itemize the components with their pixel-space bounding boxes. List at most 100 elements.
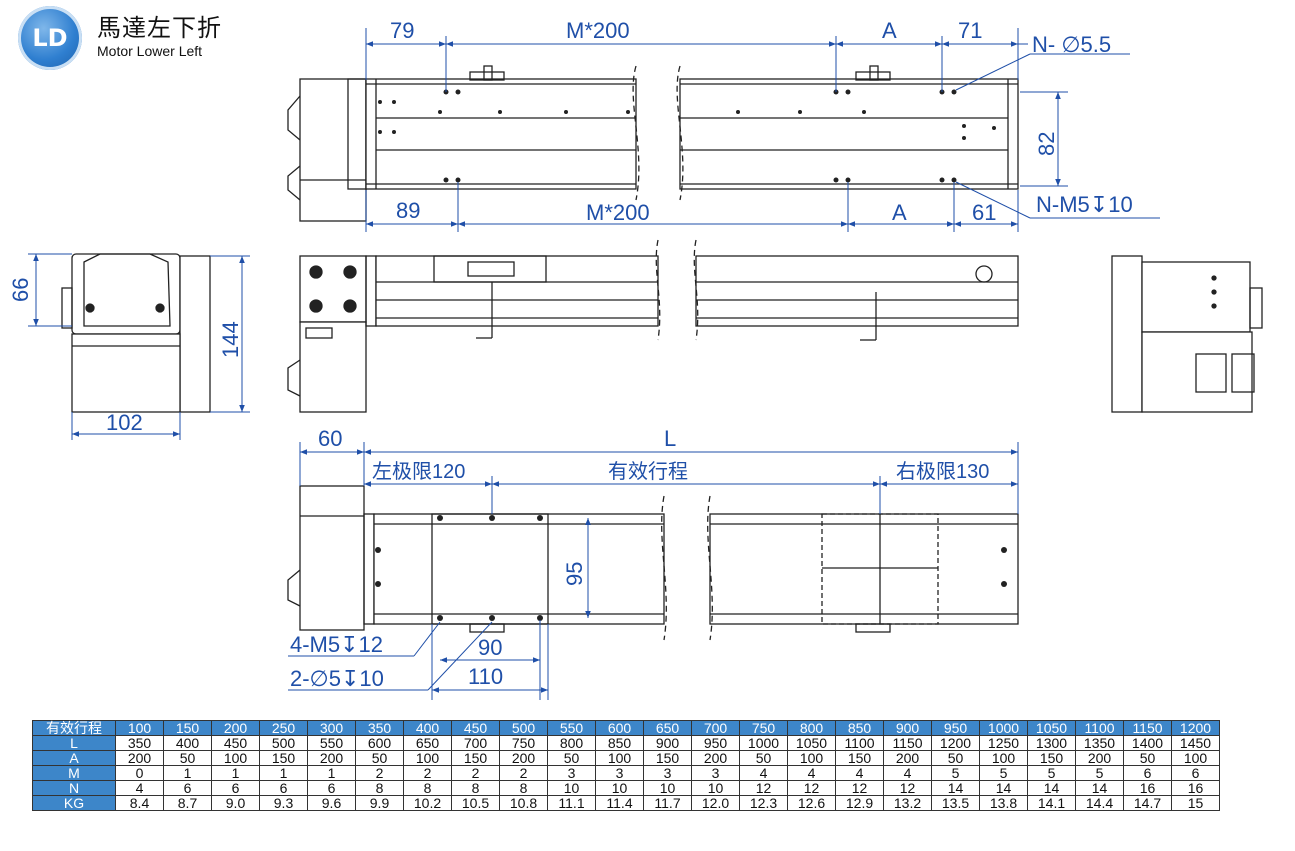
table-cell: 4 [739,765,788,781]
table-cell: 8 [355,780,404,796]
table-cell: 200 [115,750,164,766]
table-cell: 1350 [1075,735,1124,751]
table-cell: 100 [1171,750,1220,766]
dim-90: 90 [478,635,502,660]
table-cell: 9.6 [307,795,356,811]
table-cell: 100 [787,750,836,766]
table-cell: 1000 [979,720,1028,736]
table-cell: 650 [403,735,452,751]
table-cell: 1 [307,765,356,781]
table-cell: 13.5 [931,795,980,811]
table-cell: 1250 [979,735,1028,751]
table-cell: 800 [547,735,596,751]
table-cell: 12 [787,780,836,796]
table-cell: 1100 [1075,720,1124,736]
table-cell: 6 [163,780,212,796]
table-cell: 650 [643,720,692,736]
table-cell: 5 [931,765,980,781]
drawing-title: 馬達左下折 [97,14,222,42]
dim-a-bottom: A [892,200,907,225]
table-cell: 100 [211,750,260,766]
table-cell: 1050 [787,735,836,751]
table-cell: 850 [835,720,884,736]
table-cell: 5 [979,765,1028,781]
table-cell: 150 [643,750,692,766]
table-cell: 2 [355,765,404,781]
table-cell: 1 [259,765,308,781]
table-cell: 14 [931,780,980,796]
table-cell: 750 [739,720,788,736]
table-cell: 4 [883,765,932,781]
dim-a-top: A [882,18,897,43]
table-cell: 3 [547,765,596,781]
end-view-right [1111,255,1263,413]
table-cell: 200 [691,750,740,766]
table-cell: 14.4 [1075,795,1124,811]
table-row-label: N [32,780,116,796]
table-cell: 250 [259,720,308,736]
table-cell: 12.6 [787,795,836,811]
table-cell: 6 [211,780,260,796]
table-cell: 200 [499,750,548,766]
table-cell: 13.2 [883,795,932,811]
table-cell: 550 [547,720,596,736]
table-cell: 700 [451,735,500,751]
table-cell: 600 [355,735,404,751]
bottom-view [287,485,1019,641]
dim-l: L [664,426,676,451]
table-cell: 9.0 [211,795,260,811]
table-cell: 1200 [1171,720,1220,736]
end-view-left [61,253,211,413]
table-cell: 150 [1027,750,1076,766]
table-cell: 200 [883,750,932,766]
table-row-label: A [32,750,116,766]
table-cell: 2 [403,765,452,781]
table-cell: 14 [1075,780,1124,796]
table-cell: 9.3 [259,795,308,811]
table-cell: 8 [403,780,452,796]
table-cell: 450 [211,735,260,751]
table-cell: 1 [211,765,260,781]
table-cell: 14 [979,780,1028,796]
table-cell: 850 [595,735,644,751]
dim-71: 71 [958,18,982,43]
dim-n-phi: N- ∅5.5 [1032,32,1111,57]
table-cell: 0 [115,765,164,781]
table-cell: 900 [883,720,932,736]
right-limit-label: 右极限130 [896,460,989,483]
technical-drawing: 79 M*200 A 71 N- ∅5.5 82 89 M*200 A 61 N… [8,18,1263,700]
top-view-dimensions [365,28,1160,232]
table-cell: 750 [499,735,548,751]
table-cell: 6 [259,780,308,796]
table-cell: 550 [307,735,356,751]
table-cell: 1150 [1123,720,1172,736]
table-cell: 8.7 [163,795,212,811]
table-row-label: 有效行程 [32,720,116,736]
table-cell: 100 [115,720,164,736]
table-cell: 200 [1075,750,1124,766]
dim-60: 60 [318,426,342,451]
table-cell: 50 [355,750,404,766]
table-cell: 8 [451,780,500,796]
table-cell: 1050 [1027,720,1076,736]
dim-89: 89 [396,198,420,223]
table-row-label: KG [32,795,116,811]
table-cell: 950 [691,735,740,751]
table-cell: 150 [835,750,884,766]
table-cell: 10 [547,780,596,796]
table-cell: 10.2 [403,795,452,811]
table-cell: 500 [499,720,548,736]
table-cell: 12.0 [691,795,740,811]
table-cell: 12 [835,780,884,796]
table-cell: 3 [595,765,644,781]
table-cell: 1400 [1123,735,1172,751]
dim-79: 79 [390,18,414,43]
table-cell: 100 [403,750,452,766]
table-cell: 11.4 [595,795,644,811]
table-cell: 14 [1027,780,1076,796]
